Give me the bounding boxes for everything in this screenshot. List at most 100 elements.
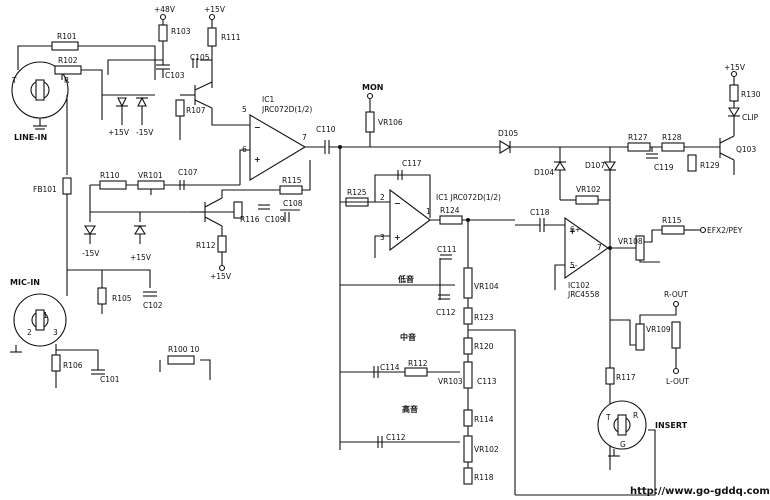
ic1b-label: IC1 JRC072D(1/2) xyxy=(436,193,501,202)
vr103-label: VR103 xyxy=(438,377,463,386)
r111-resistor xyxy=(207,27,217,47)
ic1-opamp-lower: − + xyxy=(389,188,431,252)
insert-r-label: R xyxy=(633,411,638,420)
r117-label: R117 xyxy=(616,373,636,382)
clip-led xyxy=(728,107,740,118)
r101-label: R101 xyxy=(57,32,77,41)
r103-resistor xyxy=(158,24,168,42)
c101-label: C101 xyxy=(100,375,120,384)
high-label: 高音 xyxy=(402,404,418,414)
fb101-label: FB101 xyxy=(33,185,57,194)
r128-resistor xyxy=(661,142,685,152)
m15c-label: -15V xyxy=(82,249,100,258)
r103-label: R103 xyxy=(171,27,191,36)
r115a-label: R115 xyxy=(282,176,302,185)
pin7-label: 7 xyxy=(302,133,307,142)
insert-g-label: G xyxy=(620,440,626,449)
r112b-label: R112 xyxy=(408,359,428,368)
p48-label: +48V xyxy=(154,5,176,14)
vr106-pot xyxy=(365,111,375,133)
r118-resistor xyxy=(463,467,473,485)
line-in-t-label: T xyxy=(11,76,17,85)
vr103-pot xyxy=(463,361,473,389)
r114-label: R114 xyxy=(474,415,494,424)
r106-label: R106 xyxy=(63,361,83,370)
vr102a-pot xyxy=(575,195,599,205)
svg-text:−: − xyxy=(569,263,576,272)
r116-label: R116 xyxy=(240,215,260,224)
c108-label: C108 xyxy=(283,199,303,208)
mon-label: MON xyxy=(362,83,383,92)
pin6-label: 6 xyxy=(242,145,247,154)
ic1a-part-label: JRC072D(1/2) xyxy=(261,105,312,114)
c102-label: C102 xyxy=(143,301,163,310)
pin7b-label: 7 xyxy=(597,243,602,252)
c105-label: C105 xyxy=(190,53,210,62)
r124-resistor xyxy=(439,215,463,225)
insert-label: INSERT xyxy=(655,421,688,430)
mic-in-jack xyxy=(10,293,67,353)
vr104-label: VR104 xyxy=(474,282,499,291)
r116-resistor xyxy=(233,201,243,219)
mic-pin2-label: 2 xyxy=(27,328,32,337)
c111-label: C111 xyxy=(437,245,457,254)
m15b-label: -15V xyxy=(136,128,154,137)
d107-label: D107 xyxy=(585,161,605,170)
line-in-jack xyxy=(11,61,69,130)
r111-label: R111 xyxy=(221,33,241,42)
r100-label: R100 10 xyxy=(168,345,200,354)
vr102b-pot xyxy=(463,435,473,463)
vr102b-label: VR102 xyxy=(474,445,499,454)
r128-label: R128 xyxy=(662,133,682,142)
p15c-label: +15V xyxy=(130,253,152,262)
r120-resistor xyxy=(463,337,473,355)
r115b-resistor xyxy=(661,225,685,235)
ic102-label: IC102 xyxy=(568,281,590,290)
r102-label: R102 xyxy=(58,56,78,65)
r129-resistor xyxy=(687,154,697,172)
r127-label: R127 xyxy=(628,133,648,142)
r110-label: R110 xyxy=(100,171,120,180)
r112a-label: R112 xyxy=(196,241,216,250)
low-label: 低音 xyxy=(397,274,414,284)
transistor-upper xyxy=(180,81,213,109)
r102-resistor xyxy=(54,65,82,75)
mid-label: 中音 xyxy=(400,332,416,342)
r101-resistor xyxy=(51,41,79,51)
svg-text:+: + xyxy=(254,155,261,164)
r115b-label: R115 xyxy=(662,216,682,225)
r107-label: R107 xyxy=(186,106,206,115)
transistor-lower xyxy=(190,197,223,236)
vr106-label: VR106 xyxy=(378,118,403,127)
diode-pair-upper xyxy=(102,94,155,125)
pin3-label: 3 xyxy=(380,233,385,242)
c112a-label: C112 xyxy=(436,308,456,317)
transistor-q103 xyxy=(719,135,735,175)
svg-text:+: + xyxy=(394,233,401,242)
ic1-opamp-upper: − + xyxy=(249,114,307,181)
pin5b-label: 5- xyxy=(570,261,578,270)
c112b-label: C112 xyxy=(386,433,406,442)
r130-resistor xyxy=(729,84,739,102)
q103-label: Q103 xyxy=(736,145,756,154)
mic-pin3-label: 3 xyxy=(53,328,58,337)
svg-text:+: + xyxy=(569,227,576,236)
c103-label: C103 xyxy=(165,71,185,80)
lout-label: L-OUT xyxy=(666,377,689,386)
insert-t-label: T xyxy=(605,413,611,422)
c113-label: C113 xyxy=(477,377,497,386)
r100-resistor xyxy=(167,355,195,365)
r123-resistor xyxy=(463,307,473,325)
r105-resistor xyxy=(97,287,107,305)
r105-label: R105 xyxy=(112,294,132,303)
vr104-pot xyxy=(463,267,473,299)
ic102-opamp: + − xyxy=(564,216,609,280)
c110-label: C110 xyxy=(316,125,336,134)
r114-resistor xyxy=(463,409,473,427)
r129-label: R129 xyxy=(700,161,720,170)
c109-label: C109 xyxy=(265,215,285,224)
d105-label: D105 xyxy=(498,129,518,138)
ic102-part-label: JRC4558 xyxy=(567,290,600,299)
c107-label: C107 xyxy=(178,168,198,177)
